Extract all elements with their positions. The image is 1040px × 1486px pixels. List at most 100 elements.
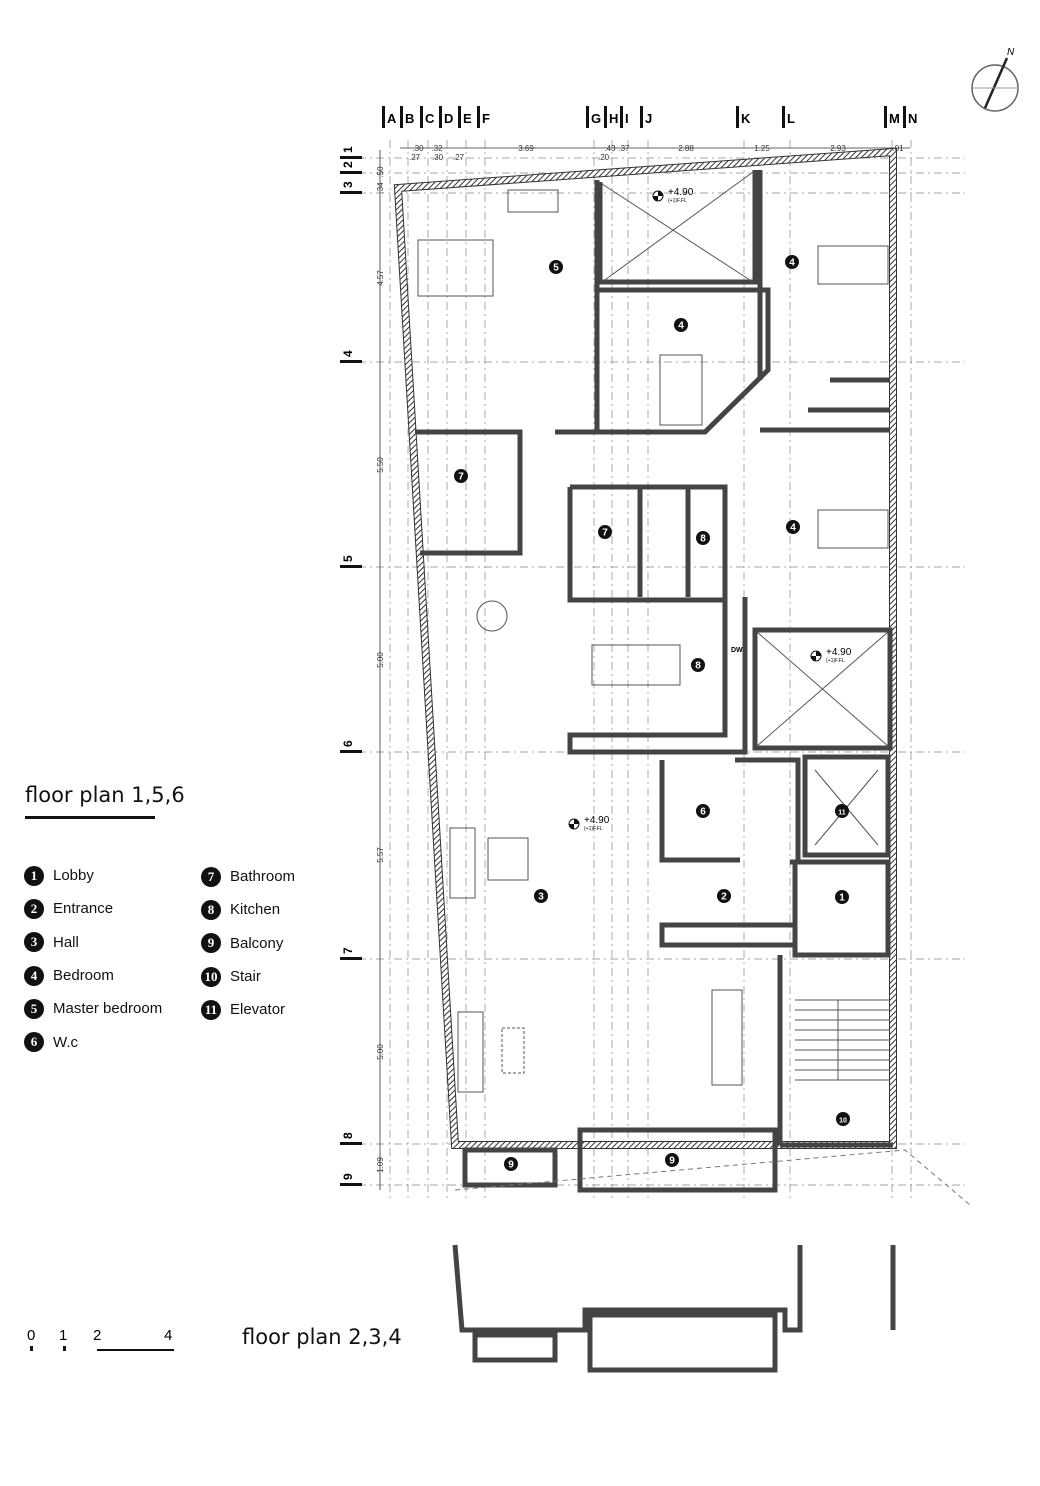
bed-master (417, 239, 494, 297)
level-reference: (+1)F.FL (668, 198, 687, 204)
legend-label: Balcony (230, 934, 284, 952)
room-number: 8 (695, 661, 701, 672)
top-dimension: .30 (412, 144, 424, 153)
legend-number: 5 (24, 998, 44, 1019)
legend-label: Elevator (230, 1001, 286, 1019)
room-number-marker (785, 255, 799, 269)
grid-column-label: K (741, 111, 751, 126)
desk (507, 189, 559, 213)
room-number-marker (534, 889, 548, 903)
grid-row-label: 2 (341, 161, 355, 168)
legend-number: 1 (24, 865, 44, 886)
top-dimension: 3.69 (518, 144, 534, 153)
legend-number: 3 (24, 932, 44, 953)
dishwasher-label: DW (731, 647, 743, 654)
top-dimension: .43 (604, 144, 616, 153)
walls (393, 147, 971, 1373)
grid-column-label: G (591, 111, 601, 126)
grid-column-label: A (387, 111, 397, 126)
grid-column-label: C (425, 111, 435, 126)
legend-label: W.c (53, 1033, 78, 1051)
wall-entrance (659, 922, 798, 948)
wall-lower-plan (452, 1244, 896, 1373)
grid-row-marker (340, 1183, 362, 1186)
grid-row-label: 8 (341, 1132, 355, 1139)
room-number: 7 (458, 472, 464, 483)
legend-label: Kitchen (230, 901, 281, 919)
room-number: 9 (508, 1160, 514, 1171)
legend-number: 8 (201, 899, 221, 920)
room-number: 10 (839, 1118, 847, 1125)
wall-elevator (790, 754, 891, 958)
legend-label: Master bedroom (53, 1000, 163, 1018)
room-number-marker (598, 525, 612, 539)
title-floor-plan-156: floor plan 1,5,6 (25, 783, 185, 807)
top-dimension: 2.93 (830, 144, 846, 153)
grid-row-label: 1 (341, 146, 355, 153)
grid-column-label: J (645, 111, 652, 126)
legend-number: 7 (201, 866, 221, 887)
room-number-marker (691, 658, 705, 672)
room-number: 4 (678, 321, 684, 332)
grid-row-marker (340, 565, 362, 568)
room-number: 1 (839, 893, 845, 904)
room-number-marker (835, 890, 849, 904)
room-number: 5 (553, 263, 559, 274)
room-number-marker (717, 889, 731, 903)
coffee-table (501, 1027, 525, 1074)
kitchen-island (591, 644, 681, 686)
sofa-hall (449, 827, 476, 899)
top-dimension: .01 (892, 144, 904, 153)
room-number-marker (665, 1153, 679, 1167)
grid-row-label: 3 (341, 181, 355, 188)
room-number: 4 (789, 258, 795, 269)
title-floor-plan-234: floor plan 2,3,4 (242, 1325, 402, 1349)
outer-wall-hatch (394, 148, 896, 1148)
legend-number: 9 (201, 933, 221, 954)
title-underline (25, 816, 155, 819)
grid-column-marker (400, 106, 403, 128)
wall-bedroom-center (597, 287, 771, 435)
grid-lines (340, 106, 965, 1200)
left-dimension: .34 (376, 182, 385, 194)
bed-right-2 (817, 509, 889, 549)
left-dimension: 5.57 (376, 847, 385, 863)
legend-number: 11 (201, 999, 221, 1020)
level-value: +4.90 (826, 647, 852, 658)
room-number-marker (454, 469, 468, 483)
wall-void-top (597, 170, 758, 285)
room-number-marker (835, 804, 849, 818)
legend-item: 8 Kitchen (201, 893, 295, 926)
grid-row-marker (340, 191, 362, 194)
level-reference: (+1)F.FL (584, 826, 603, 832)
grid-column-marker (439, 106, 442, 128)
grid-row-label: 4 (341, 350, 355, 357)
wall-balconies (462, 1127, 778, 1193)
hall-table (487, 837, 529, 881)
bed-center (659, 354, 703, 426)
void-cross-right (756, 631, 889, 747)
grid-column-marker (420, 106, 423, 128)
legend-item: 5 Master bedroom (24, 992, 162, 1025)
left-dimension: 1.09 (376, 1157, 385, 1173)
grid-row-marker (340, 957, 362, 960)
room-number-marker (696, 804, 710, 818)
room-number-marker (786, 520, 800, 534)
top-dimension: .27 (453, 153, 465, 162)
grid-column-marker (903, 106, 906, 128)
grid-column-marker (782, 106, 785, 128)
left-dimension: 5.00 (376, 1044, 385, 1060)
grid-row-label: 5 (341, 555, 355, 562)
wall-kitchen (567, 597, 893, 755)
grid-column-label: L (787, 111, 795, 126)
left-dimension: 5.00 (376, 652, 385, 668)
wall-wc (659, 757, 801, 863)
left-dimension: 4.57 (376, 270, 385, 286)
grid-row-marker (340, 1142, 362, 1145)
legend-label: Entrance (53, 900, 114, 918)
